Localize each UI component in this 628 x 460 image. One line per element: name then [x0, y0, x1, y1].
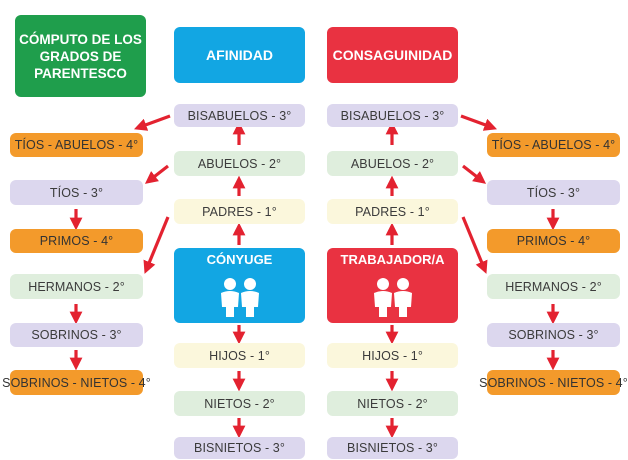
arrow-left-abuelos-tios [144, 164, 169, 184]
left-tios-abuelos: TÍOS - ABUELOS - 4° [10, 133, 143, 157]
left-tios: TÍOS - 3° [10, 180, 143, 205]
consanguinidad-bisabuelos: BISABUELOS - 3° [327, 104, 458, 127]
trabajador-label: TRABAJADOR/A [340, 252, 445, 267]
page-title: CÓMPUTO DE LOS GRADOS DE PARENTESCO [15, 15, 146, 97]
right-sobrinos-nietos: SOBRINOS - NIETOS - 4° [479, 370, 628, 395]
left-sobrinos-nietos: SOBRINOS - NIETOS - 4° [2, 370, 151, 395]
right-sobrinos: SOBRINOS - 3° [487, 323, 620, 347]
left-sobrinos: SOBRINOS - 3° [10, 323, 143, 347]
arrow-right-abuelos-tios [462, 164, 487, 184]
right-hermanos: HERMANOS - 2° [487, 274, 620, 299]
consanguinidad-header: CONSAGUINIDAD [327, 27, 458, 83]
afinidad-bisnietos: BISNIETOS - 3° [174, 437, 305, 459]
consanguinidad-bisnietos: BISNIETOS - 3° [327, 437, 458, 459]
right-primos: PRIMOS - 4° [487, 229, 620, 253]
afinidad-abuelos: ABUELOS - 2° [174, 151, 305, 176]
consanguinidad-abuelos: ABUELOS - 2° [327, 151, 458, 176]
afinidad-bisabuelos: BISABUELOS - 3° [174, 104, 305, 127]
conyuge-card: CÓNYUGE [174, 248, 305, 323]
consanguinidad-hijos: HIJOS - 1° [327, 343, 458, 368]
arrow-left-bisabuelos-tiosabuelos [133, 114, 171, 131]
afinidad-hijos: HIJOS - 1° [174, 343, 305, 368]
consanguinidad-nietos: NIETOS - 2° [327, 391, 458, 416]
title-line-2: GRADOS DE [39, 48, 122, 64]
arrow-left-padres-hermanos [143, 216, 170, 274]
afinidad-nietos: NIETOS - 2° [174, 391, 305, 416]
afinidad-header: AFINIDAD [174, 27, 305, 83]
title-line-1: CÓMPUTO DE LOS [19, 31, 142, 47]
arrow-right-bisabuelos-tiosabuelos [460, 114, 498, 131]
consanguinidad-padres: PADRES - 1° [327, 199, 458, 224]
title-line-3: PARENTESCO [34, 65, 127, 81]
right-tios: TÍOS - 3° [487, 180, 620, 205]
trabajador-card: TRABAJADOR/A [327, 248, 458, 323]
arrow-right-padres-hermanos [461, 216, 488, 274]
afinidad-padres: PADRES - 1° [174, 199, 305, 224]
couple-icon [220, 278, 259, 317]
conyuge-label: CÓNYUGE [206, 252, 273, 267]
couple-icon [373, 278, 412, 317]
left-primos: PRIMOS - 4° [10, 229, 143, 253]
left-hermanos: HERMANOS - 2° [10, 274, 143, 299]
right-tios-abuelos: TÍOS - ABUELOS - 4° [487, 133, 620, 157]
